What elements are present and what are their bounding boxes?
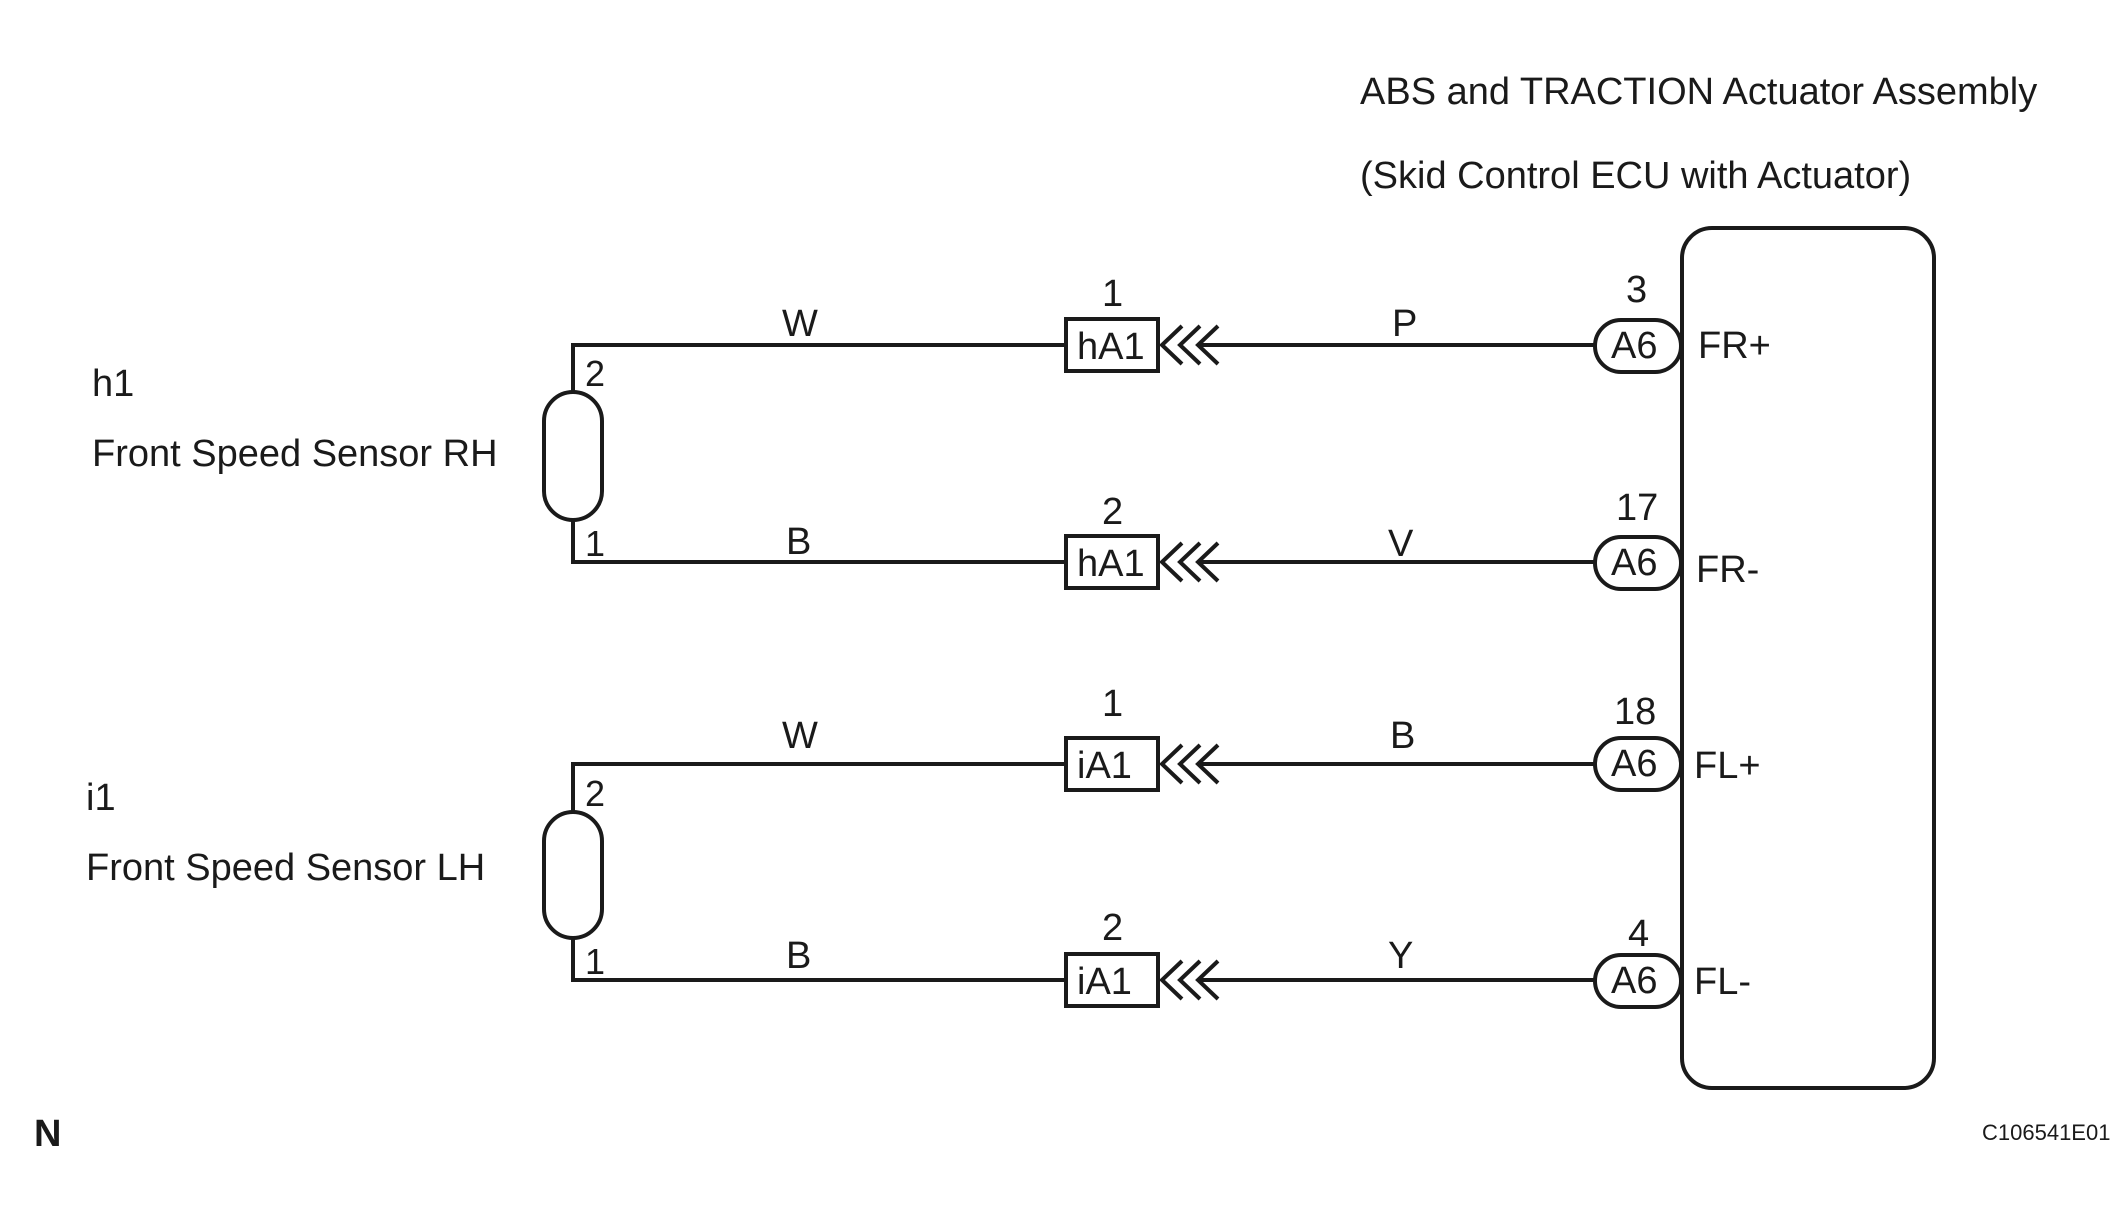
sensor-lh-wire-top: [571, 762, 1066, 812]
ecu-connector-label: A6: [1611, 325, 1657, 367]
ecu-wire-color: B: [1390, 715, 1415, 757]
junction-connector: [1064, 317, 1160, 373]
figure-id: C106541E01: [1982, 1120, 2110, 1145]
circuit-row-fl-plus: 1 iA1 B 18 A6 FL+: [1064, 683, 1761, 792]
ecu-connector: [1593, 535, 1683, 591]
chevron-icon: [1177, 324, 1202, 366]
sensor-rh-wire-bottom: [571, 520, 1066, 564]
ecu-terminal-label: FR-: [1696, 549, 1759, 591]
chevron-icon: [1177, 959, 1202, 1001]
junction-pin-number: 1: [1102, 273, 1123, 315]
chevron-icon: [1177, 743, 1202, 785]
junction-pin-number: 1: [1102, 683, 1123, 725]
ecu-connector-label: A6: [1611, 743, 1657, 785]
sensor-lh-code: i1: [86, 777, 116, 819]
sensor-lh-pin-1: 1: [585, 941, 605, 982]
ecu-pin-number: 18: [1614, 691, 1656, 733]
ecu-connector-label: A6: [1611, 542, 1657, 584]
circuit-row-fr-plus: 1 hA1 P 3 A6 FR+: [1064, 269, 1771, 374]
ecu-pin-number: 4: [1628, 913, 1649, 955]
ecu-terminal-label: FL+: [1694, 745, 1761, 787]
ecu-wire-color: V: [1388, 523, 1414, 565]
sensor-rh-name: Front Speed Sensor RH: [92, 433, 498, 475]
junction-connector-label: hA1: [1077, 543, 1145, 585]
sensor-lh-symbol: [542, 810, 604, 940]
ecu-terminal-label: FR+: [1698, 325, 1771, 367]
chevron-icon: [1159, 959, 1184, 1001]
chevron-icon: [1159, 324, 1184, 366]
ecu-title: ABS and TRACTION Actuator Assembly: [1360, 71, 2037, 113]
sensor-rh-wire-color-top: W: [782, 303, 818, 345]
sensor-rh-wire-color-bottom: B: [786, 521, 811, 563]
circuit-row-fl-minus: 2 iA1 Y 4 A6 FL-: [1064, 907, 1751, 1009]
chevron-icon: [1177, 541, 1202, 583]
sensor-lh-wire-color-top: W: [782, 715, 818, 757]
ecu-connector: [1593, 953, 1683, 1009]
sensor-rh-symbol: [542, 390, 604, 522]
junction-connector: [1064, 736, 1160, 792]
junction-connector: [1064, 534, 1160, 590]
chevron-icon: [1159, 743, 1184, 785]
chevron-icon: [1159, 541, 1184, 583]
sensor-lh-name: Front Speed Sensor LH: [86, 847, 485, 889]
ecu-wire-color: P: [1392, 303, 1417, 345]
sensor-lh-pin-2: 2: [585, 773, 605, 814]
ecu-terminal-label: FL-: [1694, 961, 1751, 1003]
junction-pin-number: 2: [1102, 907, 1123, 949]
circuit-row-fr-minus: 2 hA1 V 17 A6 FR-: [1064, 487, 1759, 591]
junction-connector-label: hA1: [1077, 326, 1145, 368]
ecu-subtitle: (Skid Control ECU with Actuator): [1360, 155, 1911, 197]
sensor-lh-wire-color-bottom: B: [786, 935, 811, 977]
ecu-connector: [1593, 736, 1683, 792]
ecu-pin-number: 3: [1626, 269, 1647, 311]
ecu-pin-number: 17: [1616, 487, 1658, 529]
junction-connector-label: iA1: [1077, 745, 1132, 787]
junction-connector: [1064, 952, 1160, 1008]
ecu-body: [1680, 226, 1936, 1090]
sensor-rh-pin-1: 1: [585, 523, 605, 564]
ecu-wire-color: Y: [1388, 935, 1413, 977]
ecu-connector-label: A6: [1611, 960, 1657, 1002]
sensor-rh-pin-2: 2: [585, 353, 605, 394]
sensor-rh-wire-top: [571, 343, 1066, 392]
sensor-rh-code: h1: [92, 363, 134, 405]
ecu-connector: [1593, 318, 1683, 374]
sensor-rh-group: h1 Front Speed Sensor RH 2 1 W B: [92, 303, 1066, 564]
corner-mark: N: [34, 1113, 61, 1155]
sensor-lh-group: i1 Front Speed Sensor LH 2 1 W B: [86, 715, 1066, 982]
junction-pin-number: 2: [1102, 491, 1123, 533]
junction-connector-label: iA1: [1077, 961, 1132, 1003]
sensor-lh-wire-bottom: [571, 938, 1066, 982]
